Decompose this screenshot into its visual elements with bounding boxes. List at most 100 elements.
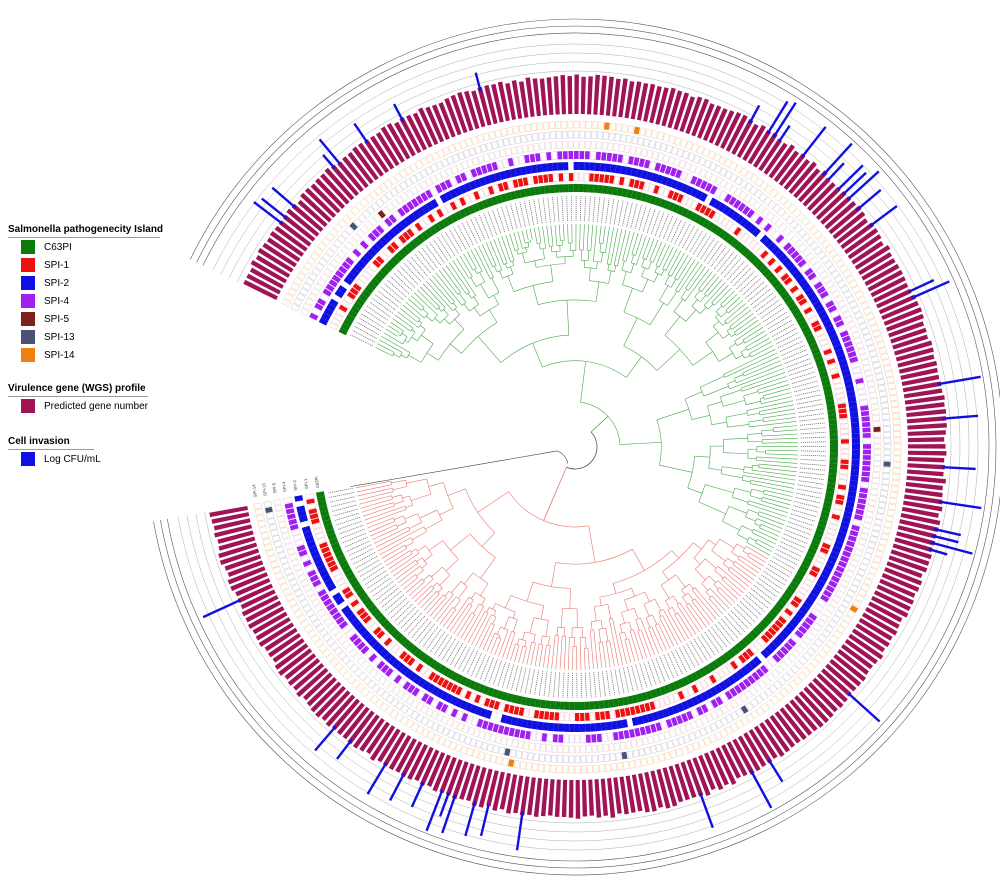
spi-2-cell [699,192,708,202]
spi-13-cell [814,638,824,648]
invasion-bar [942,465,976,471]
virulence-bar [588,779,595,816]
virulence-bar [906,469,944,477]
spi-2-cell [595,722,602,732]
taxon-label [502,663,510,688]
tree-branch [708,467,722,471]
spi-4-cell [779,646,789,655]
spi-4-cell [317,588,327,597]
virulence-bar [858,252,893,276]
spi-1-cell [838,408,847,414]
c63pi-cell [799,564,809,573]
spi-14-cell [253,502,263,510]
spi-4-cell [849,356,859,364]
c63pi-cell [437,220,446,230]
spi-13-cell [671,146,679,156]
virulence-bar [235,577,271,597]
spi-2-cell [791,269,802,279]
taxon-label [765,567,788,582]
tree-arc [515,643,520,646]
taxon-label [357,559,380,573]
spi-1-cell [767,627,777,636]
virulence-bar [561,779,568,818]
spi-1-cell [329,564,339,573]
spi-2-cell [650,172,659,183]
spi-5-cell [704,171,713,180]
tree-branch [538,243,541,250]
tree-branch [671,550,680,559]
spi-1-cell [575,712,580,722]
spi-14-cell [260,531,270,540]
taxon-label [770,560,793,574]
spi-14-cell [697,739,706,749]
tree-branch [585,637,587,649]
spi-13-cell [315,623,325,633]
tree-tip-branch [733,352,778,374]
spi-5-cell [307,292,317,301]
virulence-bar [364,139,390,174]
tree-tip-branch [694,604,710,625]
spi-5-cell [499,148,507,158]
spi-2-cell [778,253,788,263]
tree-tip-branch [551,645,555,669]
spi-1-cell [720,217,730,228]
spi-14-cell [765,699,775,709]
tree-arc [662,268,667,271]
tree-arc [405,480,408,487]
tree-branch [694,455,710,458]
spi-2-cell [820,314,830,324]
spi-2-cell [843,511,853,519]
c63pi-cell [829,439,838,445]
spi-1-cell [786,280,796,290]
tree-branch [400,529,411,536]
tree-arc [654,271,662,276]
spi-2-cell [585,723,591,732]
spi-1-cell [338,304,348,313]
spi-2-cell [848,485,858,492]
tree-branch [495,637,498,640]
virulence-bar [492,771,505,812]
tree-branch [542,248,545,259]
spi-1-cell [801,582,811,592]
tree-branch [723,305,726,308]
spi-2-cell [600,722,607,731]
invasion-bar [322,154,336,170]
spi-4-cell [862,455,871,460]
tree-tip-branch [756,530,778,541]
tree-arc [392,488,394,492]
tree-branch [701,583,709,591]
taxon-label [654,212,665,236]
virulence-bar [540,778,549,817]
tree-tip-branch [426,598,441,614]
spi-5-cell [855,342,865,350]
spi-13-cell [279,556,289,565]
tree-arc [621,269,632,274]
virulence-bar [758,138,782,172]
taxon-label [739,274,758,293]
virulence-bar [899,519,939,533]
spi-4-cell [718,190,728,201]
taxon-label [528,200,535,225]
spi-1-cell [473,191,481,201]
taxon-label [663,654,674,678]
spi-14-cell [740,716,750,726]
spi-4-cell [410,198,420,208]
spi-13-cell [883,461,891,467]
spi-5-cell [305,589,315,598]
tree-tip-branch [501,236,509,256]
tree-arc [410,328,414,332]
spi-1-cell [600,711,606,720]
tree-tip-branch [449,262,465,285]
spi-5-cell [806,632,816,641]
virulence-bar [438,102,456,138]
tree-tip-branch [757,481,795,489]
tree-branch [487,273,491,280]
root-arc [566,431,598,470]
spi-13-cell [883,443,892,450]
spi-4-cell [596,733,602,743]
taxon-label [717,252,734,272]
taxon-label [418,250,435,271]
spi-2-cell [321,573,332,583]
spi-4-cell [283,497,293,504]
spi-1-cell [839,413,848,419]
